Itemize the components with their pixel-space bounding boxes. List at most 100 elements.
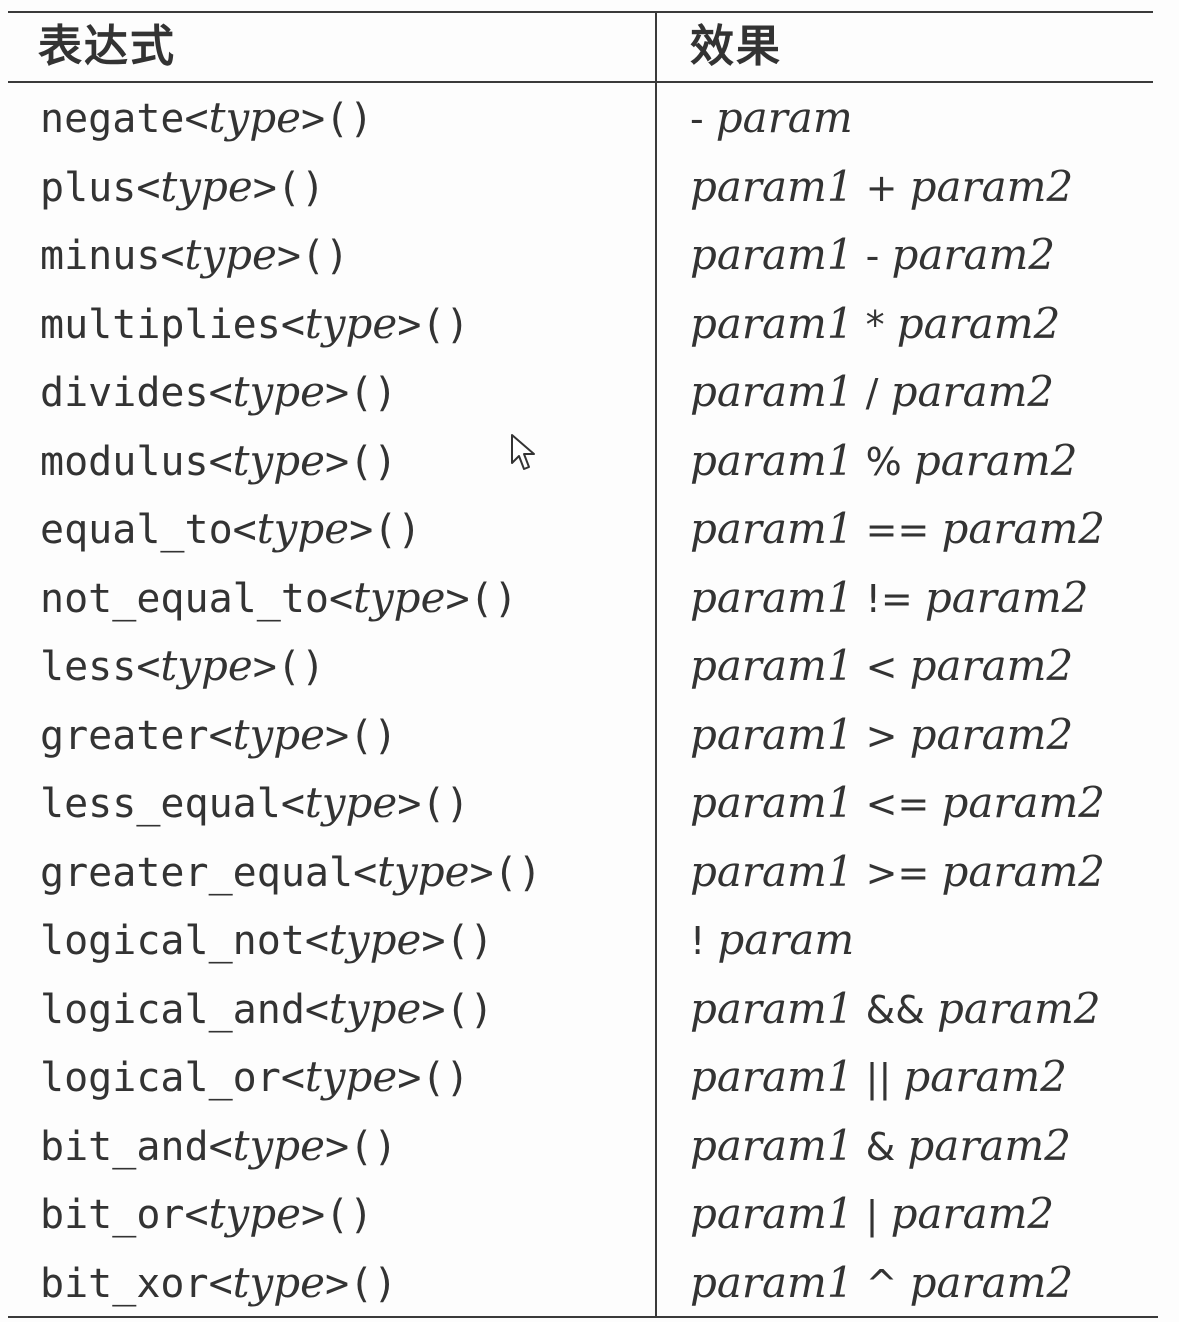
effect-left-operand: param1: [690, 1052, 854, 1101]
template-type: type: [329, 983, 422, 1033]
table-column-divider: [655, 11, 657, 1318]
effect-operator: &: [853, 1124, 908, 1169]
expression-cell: logical_and<type>(): [40, 975, 494, 1044]
template-type: type: [208, 93, 301, 142]
effect-left-operand: param1: [690, 504, 854, 553]
call-suffix: >(): [252, 164, 326, 211]
expression-cell: bit_and<type>(): [40, 1112, 397, 1181]
effect-cell: param1 != param2: [690, 564, 1088, 633]
function-name: negate: [40, 96, 185, 142]
effect-operator: /: [853, 371, 891, 415]
effect-left-operand: param1: [690, 1120, 854, 1170]
table-row: modulus<type>()param1 % param2: [0, 427, 1179, 496]
template-open-bracket: <: [304, 986, 329, 1033]
header-expression: 表达式: [38, 21, 176, 72]
effect-cell: param1 | param2: [690, 1180, 1054, 1249]
call-suffix: >(): [325, 1123, 398, 1170]
expression-cell: negate<type>(): [40, 84, 373, 153]
effect-cell: param1 >= param2: [690, 838, 1105, 907]
effect-right-operand: param2: [941, 504, 1106, 553]
call-suffix: >(): [421, 986, 494, 1033]
effect-operator: |: [853, 1193, 891, 1237]
table-row: logical_or<type>()param1 || param2: [0, 1043, 1179, 1112]
call-suffix: >(): [397, 1055, 470, 1101]
effect-cell: param1 / param2: [690, 358, 1054, 427]
expression-cell: multiplies<type>(): [40, 290, 470, 359]
template-type: type: [304, 1052, 398, 1101]
function-name: greater: [40, 712, 209, 759]
call-suffix: >(): [445, 575, 518, 622]
effect-operator: -: [853, 234, 892, 278]
function-name: logical_or: [40, 1055, 281, 1101]
template-open-bracket: <: [232, 507, 257, 553]
table-row: logical_and<type>()param1 && param2: [0, 975, 1179, 1044]
effect-cell: param1 ^ param2: [690, 1249, 1073, 1318]
function-name: less_equal: [40, 781, 281, 827]
effect-right-operand: param2: [913, 435, 1078, 485]
effect-left-operand: param1: [690, 161, 854, 211]
effect-operator: !=: [853, 576, 925, 621]
effect-left-operand: param1: [690, 709, 854, 759]
call-suffix: >(): [397, 781, 470, 827]
template-type: type: [232, 1120, 326, 1170]
effect-right-operand: param2: [909, 1257, 1074, 1307]
expression-cell: bit_xor<type>(): [40, 1249, 397, 1318]
template-open-bracket: <: [136, 644, 161, 690]
mouse-pointer-icon: [511, 434, 535, 470]
template-type: type: [232, 435, 326, 485]
table-row: equal_to<type>()param1 == param2: [0, 495, 1179, 564]
expression-cell: plus<type>(): [40, 153, 325, 222]
effect-operator: !: [690, 919, 718, 963]
table-top-rule: [8, 11, 1153, 13]
call-suffix: >(): [300, 96, 374, 142]
effect-left-operand: param1: [690, 298, 854, 348]
expression-cell: minus<type>(): [40, 221, 349, 290]
effect-left-operand: param1: [690, 983, 854, 1033]
table-row: divides<type>() param1 / param2: [0, 358, 1179, 427]
table-row: bit_and<type>() param1 & param2: [0, 1112, 1179, 1181]
template-open-bracket: <: [328, 575, 354, 622]
effect-left-operand: param1: [690, 367, 854, 416]
function-name: logical_not: [40, 918, 305, 964]
effect-right-operand: param2: [890, 367, 1055, 416]
effect-right-operand: param: [715, 93, 853, 142]
template-open-bracket: <: [208, 712, 233, 759]
function-name: minus: [40, 233, 161, 279]
expression-cell: divides<type>(): [40, 358, 397, 427]
function-name: logical_and: [40, 986, 305, 1033]
table-row: less<type>()param1 < param2: [0, 632, 1179, 701]
function-name: bit_and: [40, 1123, 209, 1170]
function-name: multiplies: [40, 301, 281, 348]
call-suffix: >(): [421, 918, 494, 964]
effect-right-operand: param2: [896, 298, 1061, 348]
template-type: type: [353, 572, 446, 622]
template-type: type: [232, 709, 326, 759]
expression-cell: not_equal_to<type>(): [40, 564, 518, 633]
table-row: multiplies<type>()param1 * param2: [0, 290, 1179, 359]
effect-operator: <: [853, 645, 910, 689]
template-open-bracket: <: [208, 370, 233, 416]
call-suffix: >(): [325, 438, 398, 485]
effect-operator: +: [853, 165, 910, 210]
call-suffix: >(): [325, 712, 398, 759]
expression-cell: logical_or<type>(): [40, 1043, 470, 1112]
effect-right-operand: param2: [907, 1120, 1071, 1170]
expression-cell: less_equal<type>(): [40, 769, 470, 838]
effect-operator: ||: [853, 1056, 904, 1100]
effect-right-operand: param2: [890, 1189, 1055, 1238]
template-type: type: [184, 230, 277, 279]
expression-cell: less<type>(): [40, 632, 325, 701]
effect-operator: <=: [853, 782, 942, 826]
table-header-rule: [8, 81, 1153, 83]
template-type: type: [160, 641, 253, 690]
effect-right-operand: param2: [941, 846, 1106, 896]
effect-cell: ! param: [690, 906, 854, 975]
template-open-bracket: <: [280, 781, 305, 827]
function-name: bit_or: [40, 1192, 185, 1238]
template-type: type: [160, 161, 253, 211]
table-row: greater<type>()param1 > param2: [0, 701, 1179, 770]
effect-cell: param1 == param2: [690, 495, 1105, 564]
effect-right-operand: param2: [909, 641, 1074, 690]
